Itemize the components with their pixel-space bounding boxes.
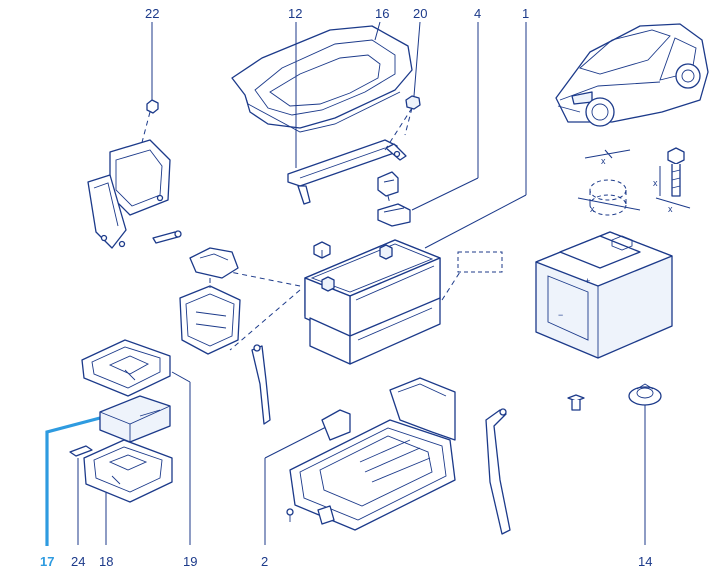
callout-14: 14 [638,554,652,569]
callout-1: 1 [522,6,529,21]
callout-19: 19 [183,554,197,569]
reference-battery: + − [535,231,673,359]
callout-4: 4 [474,6,481,21]
part-16-battery-cover [231,21,413,133]
callout-12: 12 [288,6,302,21]
battery-plus-label: + [585,276,590,286]
callout-20: 20 [413,6,427,21]
screw-small [567,394,585,411]
part-17-module [45,395,171,546]
battery-cable-rod [251,344,271,425]
part-2-battery-tray [264,377,456,545]
part-20-nut [384,21,421,151]
callout-18: 18 [99,554,113,569]
drain-hose [485,408,511,535]
callout-22: 22 [145,6,159,21]
measure-x-1: x [601,156,606,166]
part-22-bracket-assembly [87,22,182,249]
measure-x-2: x [653,178,658,188]
measure-x-4: x [590,204,595,214]
part-14-grommet [628,383,662,545]
terminal-fusebox [179,247,241,355]
car-illustration [555,23,709,127]
callout-16: 16 [375,6,389,21]
part-4-clamps [377,22,479,227]
measurement-inset: x x x x [577,147,691,216]
part-18-fusebox-base [83,439,173,545]
part-1-battery [219,22,527,365]
part-19-fusebox-plate [81,339,191,545]
callout-24: 24 [71,554,85,569]
callout-2: 2 [261,554,268,569]
measure-x-3: x [668,204,673,214]
terminal-bolt [313,241,331,259]
battery-minus-label: − [558,310,563,320]
callout-17: 17 [40,554,54,569]
part-12-hold-down-bar [287,22,407,205]
part-24-clip [69,445,93,545]
